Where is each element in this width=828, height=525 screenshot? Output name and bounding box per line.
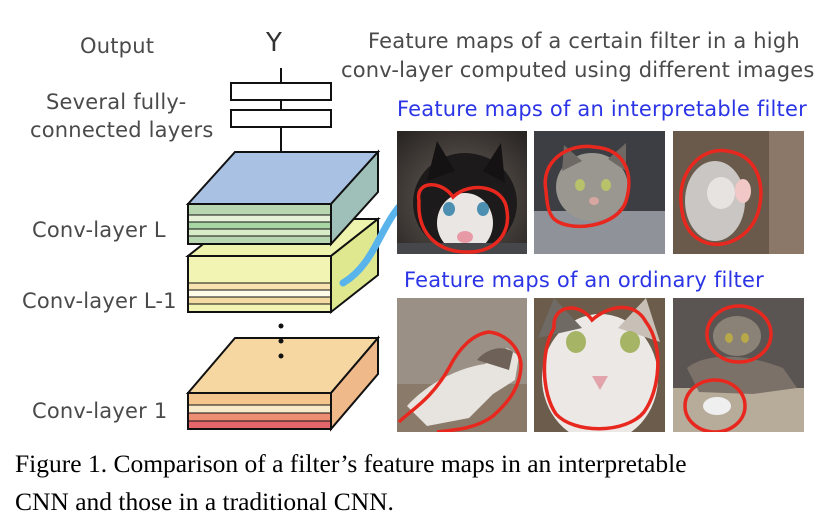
interpretable-feature-map-3	[673, 131, 804, 254]
fc-label-line1: Several fully-	[46, 90, 187, 114]
ordinary-feature-map-2	[534, 298, 665, 432]
figure-caption: Figure 1. Comparison of a filter’s featu…	[15, 445, 820, 521]
ellipsis-dot	[278, 353, 284, 359]
ellipsis-dot	[278, 323, 284, 329]
conv-layer-1-label: Conv-layer 1	[32, 399, 168, 423]
fc-label-line2: connected layers	[30, 118, 214, 142]
y-label: Y	[266, 28, 283, 58]
interpretable-feature-map-1	[397, 131, 527, 254]
conv-layer-L-block	[185, 149, 381, 247]
interpretable-feature-map-2	[534, 131, 665, 254]
caption-line2: CNN and those in a traditional CNN.	[15, 487, 394, 516]
ordinary-feature-map-3	[673, 298, 804, 432]
ordinary-title: Feature maps of an ordinary filter	[404, 268, 764, 292]
header-line1: Feature maps of a certain filter in a hi…	[368, 29, 800, 53]
ellipsis-dot	[278, 338, 284, 344]
interpretable-title: Feature maps of an interpretable filter	[397, 97, 807, 121]
fc-layer-box	[230, 109, 332, 128]
ordinary-feature-map-1	[397, 298, 527, 432]
conv-layer-L1-label: Conv-layer L-1	[22, 289, 177, 313]
fc-layer-box	[230, 82, 332, 101]
caption-line1: Figure 1. Comparison of a filter’s featu…	[15, 449, 687, 478]
header-line2: conv-layer computed using different imag…	[341, 58, 815, 82]
conv-layer-L-label: Conv-layer L	[32, 218, 166, 242]
output-label: Output	[80, 34, 155, 58]
conv-layer-1-block	[185, 335, 381, 432]
